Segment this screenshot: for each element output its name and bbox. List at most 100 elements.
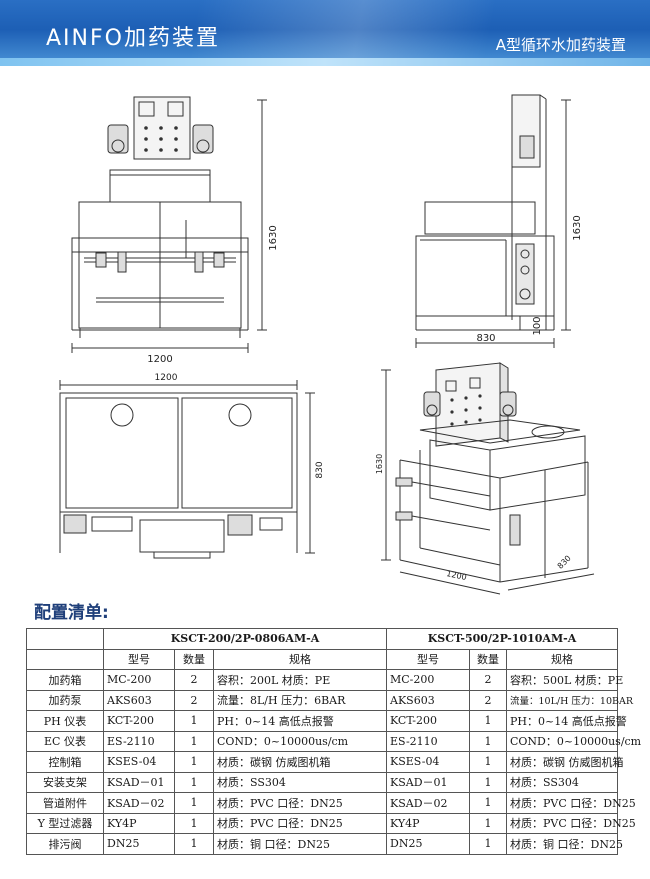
model-b-header: KSCT-500/2P-1010AM-A [386,628,618,650]
b-spec: 材质：铜 口径：DN25 [506,833,623,855]
b-model: KSAD－02 [386,792,470,814]
a-spec: 材质：铜 口径：DN25 [213,833,387,855]
a-spec: 流量：8L/H 压力：6BAR [213,689,387,711]
a-qty: 1 [174,771,214,793]
page-subtitle: A型循环水加药装置 [495,36,626,54]
a-qty: 2 [174,669,214,691]
brand-title: AINFO加药装置 [46,26,220,51]
a-spec: 材质：PVC 口径：DN25 [213,792,387,814]
iso-height-dim: 1630 [375,454,384,474]
a-qty: 2 [174,689,214,711]
b-model: MC-200 [386,669,470,691]
column-header-row: 型号 数量 规格 型号 数量 规格 [26,648,618,670]
table-row: Y 型过滤器 KY4P 1 材质：PVC 口径：DN25 KY4P 1 材质：P… [26,812,636,834]
corner-cell [26,628,104,650]
component-name: PH 仪表 [26,710,104,732]
table-row: 控制箱 KSES-04 1 材质：碳钢 仿威图机箱 KSES-04 1 材质：碳… [26,751,624,773]
a-model: DN25 [103,833,175,855]
model-a-header: KSCT-200/2P-0806AM-A [103,628,387,650]
component-name: Y 型过滤器 [26,812,104,834]
b-spec: 材质：碳钢 仿威图机箱 [506,751,624,773]
a-qty: 1 [174,751,214,773]
b-qty: 2 [469,689,507,711]
a-model: KCT-200 [103,710,175,732]
top-depth-dim: 830 [315,461,325,478]
b-spec: 材质：PVC 口径：DN25 [506,792,636,814]
table-row: PH 仪表 KCT-200 1 PH：0~14 高低点报警 KCT-200 1 … [26,710,627,732]
header-stripe [0,58,650,66]
table-row: EC 仪表 ES-2110 1 COND：0~10000us/cm ES-211… [26,730,641,752]
component-name: 排污阀 [26,833,104,855]
table-row: 加药泵 AKS603 2 流量：8L/H 压力：6BAR AKS603 2 流量… [26,689,633,711]
b-spec-header: 规格 [506,648,618,670]
b-qty-header: 数量 [469,648,507,670]
component-name: EC 仪表 [26,730,104,752]
component-name: 管道附件 [26,792,104,814]
b-model-header: 型号 [386,648,470,670]
b-qty: 1 [469,771,507,793]
a-spec: 材质：PVC 口径：DN25 [213,812,387,834]
b-model: ES-2110 [386,730,470,752]
top-width-dim: 1200 [155,373,178,383]
component-name: 加药箱 [26,669,104,691]
b-model: AKS603 [386,689,470,711]
table-row: 加药箱 MC-200 2 容积：200L 材质：PE MC-200 2 容积：5… [26,669,623,691]
a-model: AKS603 [103,689,175,711]
a-spec: 容积：200L 材质：PE [213,669,387,691]
component-name: 加药泵 [26,689,104,711]
b-spec: 材质：SS304 [506,771,618,793]
side-width-dim: 830 [476,333,495,344]
isometric-view-drawing [381,362,595,595]
a-qty: 1 [174,812,214,834]
b-model: KSES-04 [386,751,470,773]
side-height-dim: 1630 [572,215,583,240]
b-qty: 1 [469,751,507,773]
b-model: DN25 [386,833,470,855]
b-model: KSAD－01 [386,771,470,793]
a-spec: 材质：碳钢 仿威图机箱 [213,751,387,773]
model-header-row: KSCT-200/2P-0806AM-A KSCT-500/2P-1010AM-… [26,628,618,650]
b-qty: 1 [469,730,507,752]
side-view-drawing [415,94,571,348]
b-model: KY4P [386,812,470,834]
b-spec: 容积：500L 材质：PE [506,669,623,691]
b-qty: 1 [469,833,507,855]
b-qty: 2 [469,669,507,691]
a-spec-header: 规格 [213,648,387,670]
a-spec: 材质：SS304 [213,771,387,793]
table-row: 安装支架 KSAD－01 1 材质：SS304 KSAD－01 1 材质：SS3… [26,771,618,793]
b-model: KCT-200 [386,710,470,732]
a-model: KSES-04 [103,751,175,773]
b-qty: 1 [469,710,507,732]
iso-width-dim: 1200 [446,569,468,582]
a-qty: 1 [174,710,214,732]
a-qty: 1 [174,833,214,855]
iso-depth-dim: 830 [556,554,573,571]
a-model: MC-200 [103,669,175,691]
table-row: 管道附件 KSAD－02 1 材质：PVC 口径：DN25 KSAD－02 1 … [26,792,636,814]
b-spec: COND：0~10000us/cm [506,730,641,752]
a-model: KY4P [103,812,175,834]
drawings-svg: 1630 1200 1630 100 830 1200 830 1630 120… [59,94,595,595]
side-base-dim: 100 [532,316,543,335]
a-qty: 1 [174,792,214,814]
header-banner: AINFO加药装置 A型循环水加药装置 [0,0,650,66]
a-model-header: 型号 [103,648,175,670]
a-spec: PH：0~14 高低点报警 [213,710,387,732]
component-name: 控制箱 [26,751,104,773]
a-spec: COND：0~10000us/cm [213,730,387,752]
component-name: 安装支架 [26,771,104,793]
front-width-dim: 1200 [147,354,172,365]
a-qty: 1 [174,730,214,752]
a-model: KSAD－01 [103,771,175,793]
top-view-drawing [59,380,315,559]
b-qty: 1 [469,792,507,814]
config-table: KSCT-200/2P-0806AM-A KSCT-500/2P-1010AM-… [26,628,641,855]
a-qty-header: 数量 [174,648,214,670]
table-row: 排污阀 DN25 1 材质：铜 口径：DN25 DN25 1 材质：铜 口径：D… [26,833,623,855]
front-view-drawing [71,96,267,353]
b-spec: 流量：10L/H 压力：10BAR [506,689,633,711]
header-shine [0,0,650,66]
technical-drawings: 1630 1200 1630 100 830 1200 830 1630 120… [0,66,650,596]
name-column-header [26,648,104,670]
